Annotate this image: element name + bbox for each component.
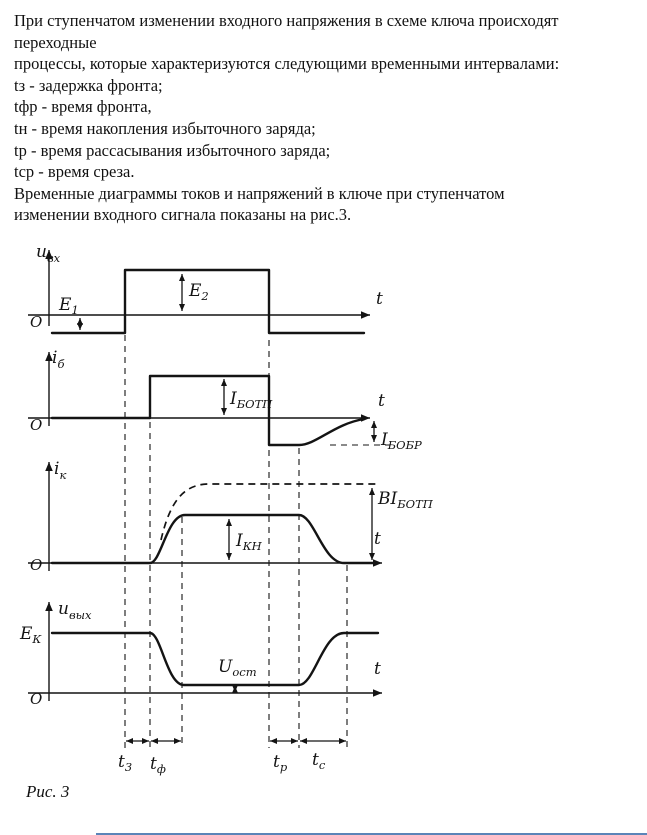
ek-label: EК: [19, 624, 42, 646]
i-bot-label: IБОТП: [229, 389, 273, 411]
base-current-diagram: iб IБОТП IБОБР O t: [28, 348, 422, 452]
output-voltage-waveform: [50, 631, 380, 687]
figure-3: uвх E1 E2 O t iб IБОТП IБОБР O t iк IКН …: [12, 238, 647, 778]
text-line: tз - задержка фронта;: [14, 75, 163, 95]
text-line: изменении входного сигнала показаны на р…: [14, 205, 352, 225]
text-line: tфр - время фронта,: [14, 97, 152, 117]
d2-origin-label: O: [30, 416, 42, 434]
text-line: tср - время среза.: [14, 162, 135, 182]
d2-t-label: t: [378, 391, 385, 411]
page-bottom-scan-line: [96, 833, 647, 835]
figure-caption: Рис. 3: [26, 781, 70, 801]
tc-label: tс: [312, 750, 326, 772]
time-marker-lines: [124, 334, 348, 748]
text-line: процессы, которые характеризуются следую…: [14, 54, 560, 74]
d1-axis-label: uвх: [36, 242, 61, 265]
collector-current-diagram: iк IКН BIБОТП O t: [28, 459, 434, 574]
base-current-waveform: [50, 374, 366, 447]
input-voltage-waveform: [50, 268, 366, 335]
overdrive-current-dashed-curve: [160, 483, 378, 541]
t3-label: t3: [118, 752, 132, 774]
output-voltage-diagram: uвых EК Uост O t: [19, 599, 382, 708]
u-ost-label: Uост: [218, 657, 257, 679]
d2-axis-label: iб: [52, 348, 65, 371]
e1-label: E1: [58, 295, 79, 317]
paragraph: При ступенчатом изменении входного напря…: [0, 0, 647, 226]
e2-label: E2: [188, 281, 209, 303]
time-intervals: t3 tф tр tс: [118, 737, 346, 776]
text-line: переходные: [14, 32, 97, 52]
timing-diagram-figure: uвх E1 E2 O t iб IБОТП IБОБР O t iк IКН …: [19, 242, 434, 776]
text-line: Временные диаграммы токов и напряжений в…: [14, 183, 505, 203]
text-line: tн - время накопления избыточного заряда…: [14, 118, 316, 138]
d4-axis-label: uвых: [58, 599, 92, 622]
d4-t-label: t: [374, 659, 381, 679]
d3-origin-label: O: [30, 556, 42, 574]
tf-label: tф: [150, 754, 166, 776]
bi-bot-label: BIБОТП: [377, 489, 434, 511]
d1-t-label: t: [376, 289, 383, 309]
d3-t-label: t: [374, 529, 381, 549]
collector-current-waveform: [50, 513, 380, 565]
text-line: При ступенчатом изменении входного напря…: [14, 11, 559, 30]
i-kn-label: IКН: [235, 531, 263, 553]
input-voltage-diagram: uвх E1 E2 O t: [28, 242, 383, 335]
d1-origin-label: O: [30, 313, 42, 331]
tp-label: tр: [273, 752, 288, 774]
i-bobr-label: IБОБР: [380, 430, 422, 452]
d3-axis-label: iк: [54, 459, 66, 482]
d4-origin-label: O: [30, 690, 42, 708]
text-line: tр - время рассасывания избыточного заря…: [14, 140, 331, 160]
